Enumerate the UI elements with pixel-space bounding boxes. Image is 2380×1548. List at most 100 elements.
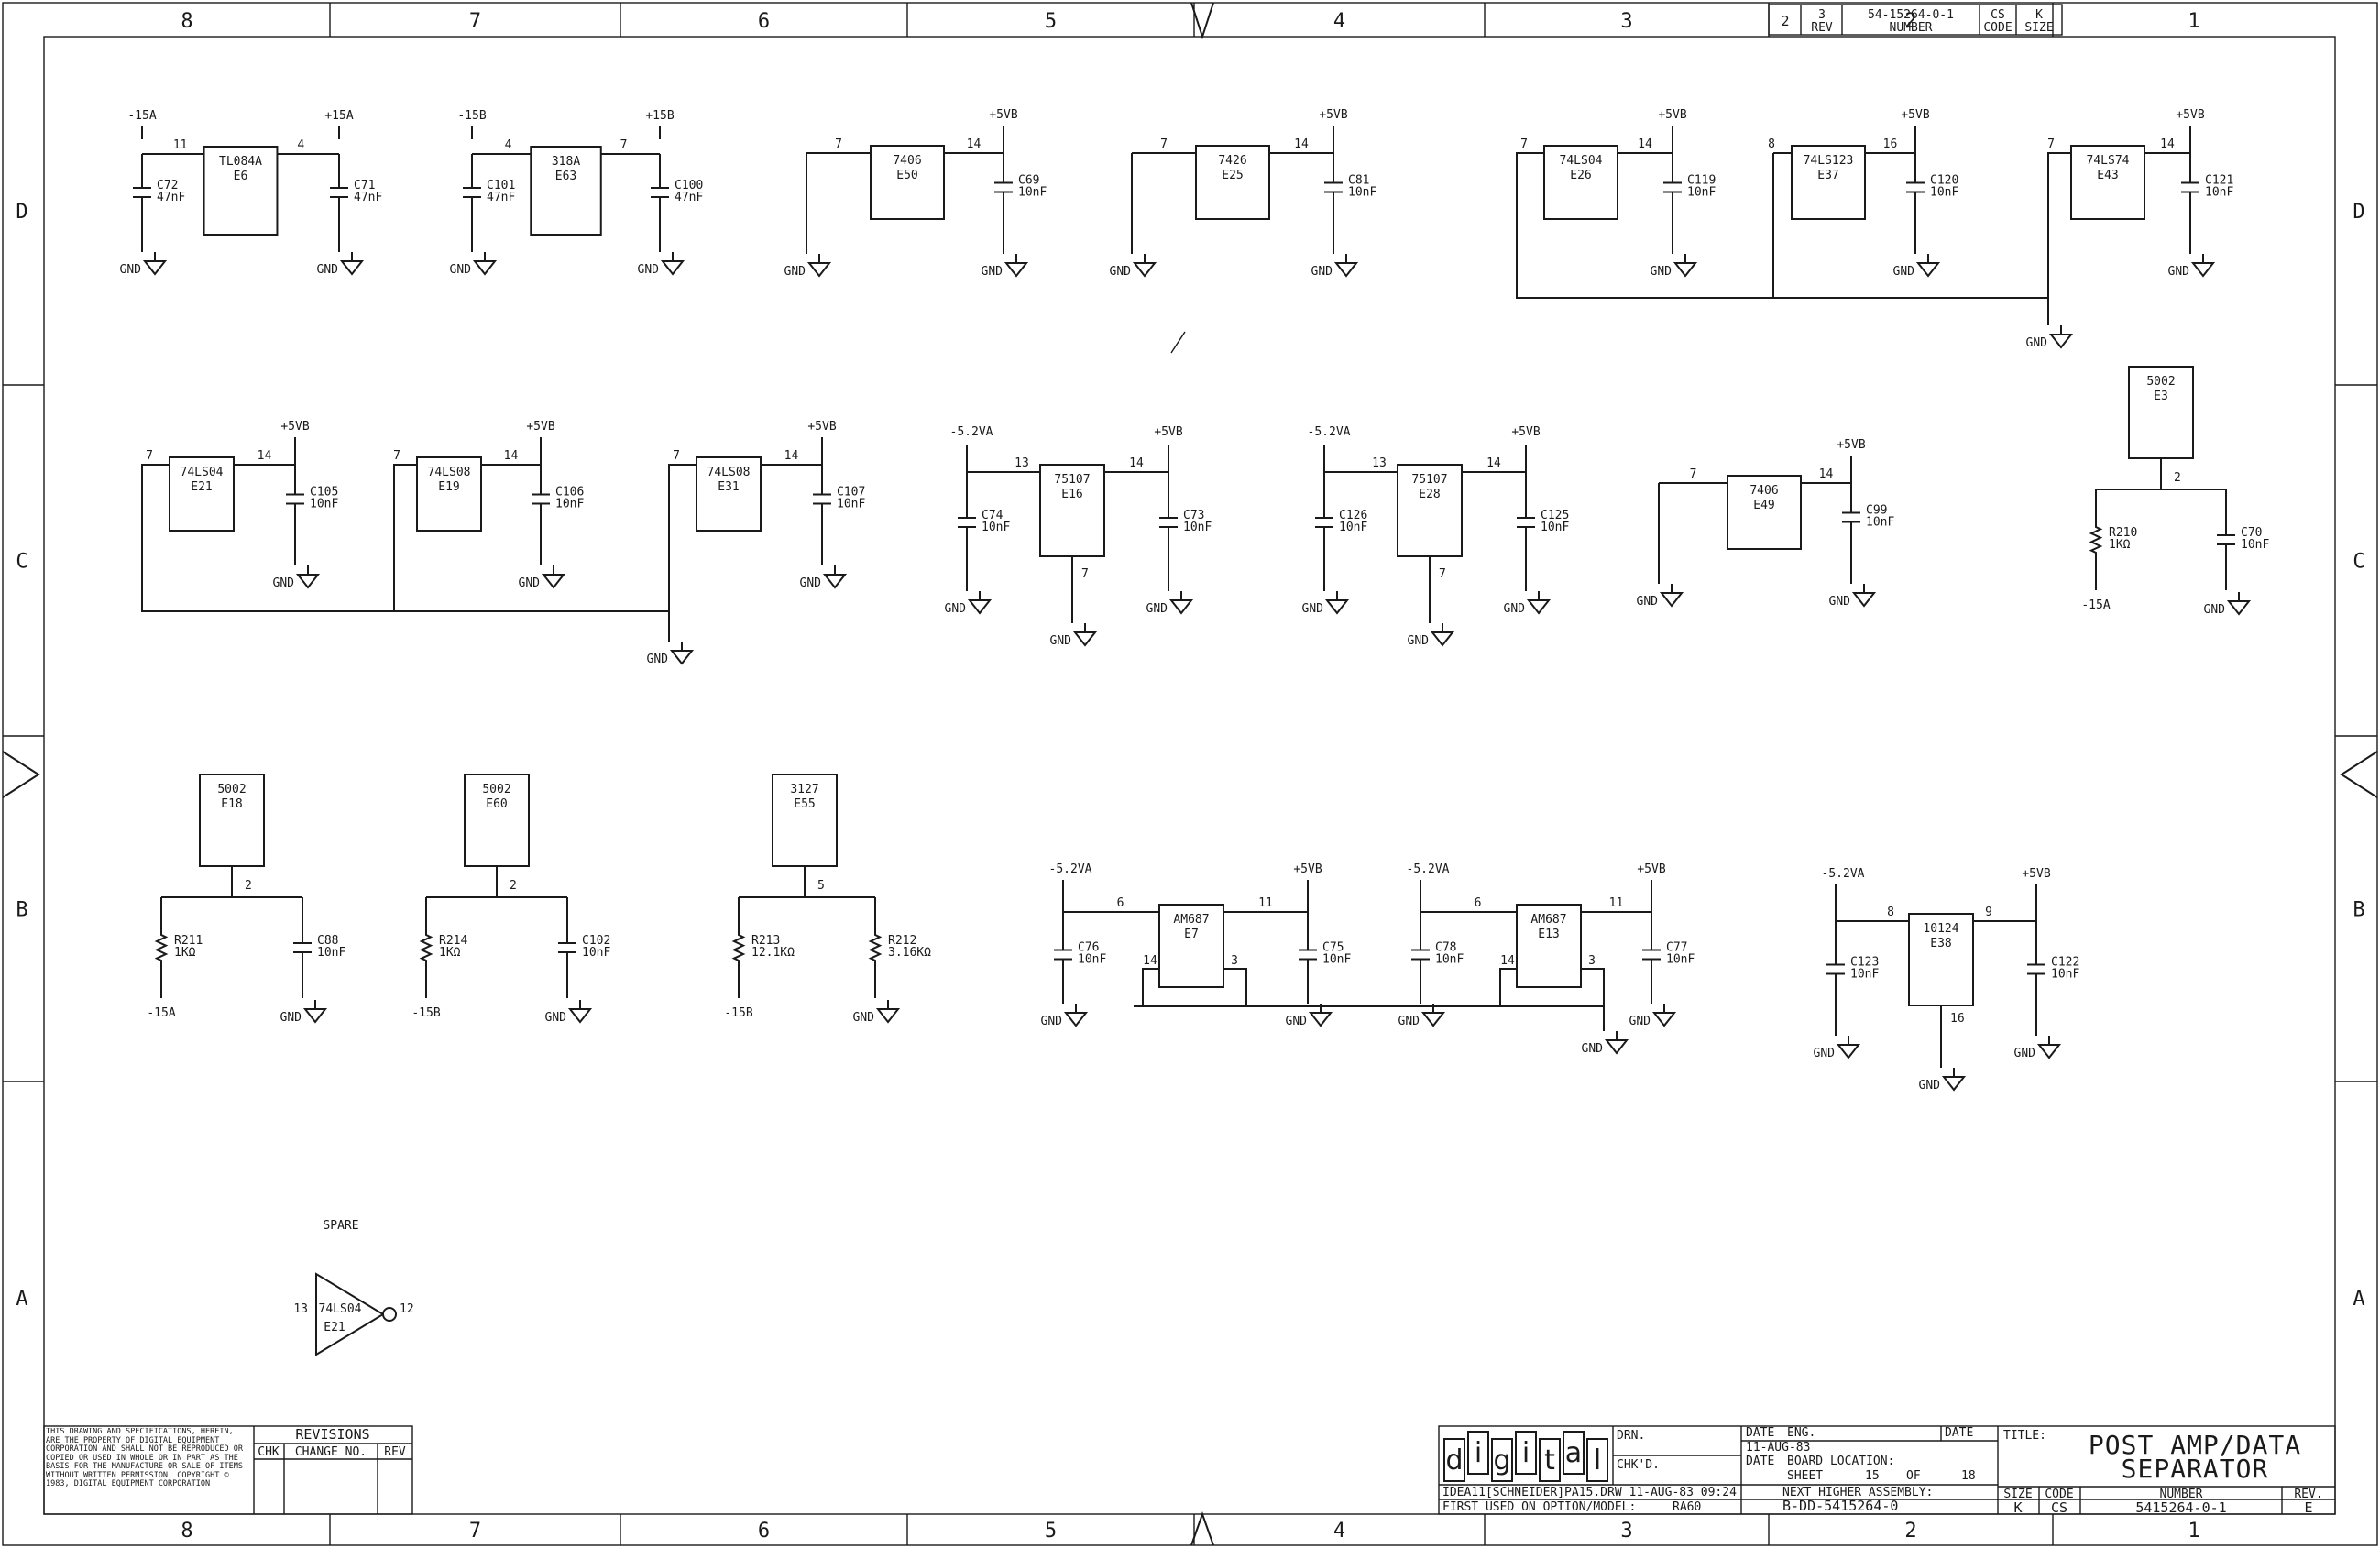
capacitor-value: 10nF <box>1339 521 1367 534</box>
logo-cell <box>1586 1438 1608 1482</box>
ground-symbol: GND <box>2204 592 2252 617</box>
ic-type: 7406 <box>893 154 921 168</box>
ic-reference: E25 <box>1222 169 1243 182</box>
ground-symbol: GND <box>1829 584 1877 609</box>
ground-label: GND <box>2014 1047 2036 1060</box>
ic-type: 10124 <box>1923 922 1958 936</box>
resistor-value: 1KΩ <box>2109 538 2131 552</box>
rail-label: +5VB <box>1293 862 1322 876</box>
capacitor-value: 47nF <box>675 191 703 204</box>
ground-symbol: GND <box>982 254 1029 279</box>
ic-body <box>464 774 530 867</box>
ic-type: 7406 <box>1749 484 1778 498</box>
capacitor-ref: C99 <box>1866 504 1887 518</box>
ground-symbol: GND <box>945 591 993 616</box>
stamp-code: CS <box>1991 8 2005 22</box>
ic-type: 74LS123 <box>1804 154 1854 168</box>
pin-number: 12 <box>400 1302 414 1316</box>
rail-label: -5.2VA <box>1822 867 1865 881</box>
capacitor-ref: C106 <box>555 486 584 500</box>
first-used-label: FIRST USED ON OPTION/MODEL: <box>1442 1500 1636 1514</box>
capacitor-value: 10nF <box>1687 186 1716 200</box>
ground-label: GND <box>784 265 806 279</box>
pin-number: 9 <box>1985 906 1992 919</box>
capacitor-value: 10nF <box>2241 538 2269 552</box>
ground-symbol: GND <box>280 1000 328 1025</box>
rail-label: -5.2VA <box>1308 425 1351 439</box>
rail-label: +5VB <box>2022 867 2050 881</box>
zone-label-bottom: 8 <box>181 1520 192 1543</box>
ground-symbol: GND <box>2026 325 2074 350</box>
code-value: CS <box>2051 1499 2067 1516</box>
wire <box>1581 968 1605 1006</box>
ground-label: GND <box>2026 336 2048 350</box>
ic-reference: E49 <box>1753 499 1774 512</box>
ic-reference: E55 <box>794 797 815 811</box>
ground-triangle <box>1836 1044 1861 1059</box>
pin-number: 7 <box>393 449 400 463</box>
ic-type: AM687 <box>1173 913 1209 927</box>
ground-triangle <box>1168 599 1194 615</box>
ic-reference: E16 <box>1061 488 1082 501</box>
ic-body <box>1543 145 1618 220</box>
resistor-ref: R211 <box>174 934 203 948</box>
capacitor-value: 10nF <box>1348 186 1376 200</box>
capacitor-ref: C120 <box>1930 174 1958 188</box>
wire <box>1516 152 2071 299</box>
title-label: TITLE: <box>2003 1429 2046 1443</box>
ic-type: 318A <box>552 155 580 169</box>
ground-label: GND <box>982 265 1004 279</box>
ground-triangle <box>1324 599 1350 615</box>
ic-body <box>1908 913 1974 1006</box>
ic-reference: E38 <box>1930 937 1951 950</box>
pin-number: 7 <box>2047 137 2055 151</box>
ground-triangle <box>1941 1076 1967 1092</box>
ground-label: GND <box>519 576 541 590</box>
file-reference: IDEA11[SCHNEIDER]PA15.DRW 11-AUG-83 09:2… <box>1442 1486 1737 1499</box>
ground-triangle <box>2036 1044 2062 1059</box>
rev-col-rev: REV <box>384 1445 406 1459</box>
pin-number: 14 <box>784 449 799 463</box>
capacitor-value: 10nF <box>1850 968 1879 982</box>
ground-triangle <box>1651 1012 1677 1027</box>
ic-reference: E6 <box>234 170 248 183</box>
wire <box>1223 968 1247 1006</box>
capacitor-ref: C71 <box>354 179 375 192</box>
resistor-zigzag <box>731 916 746 980</box>
pin-number: 7 <box>673 449 680 463</box>
capacitor-ref: C88 <box>317 934 338 948</box>
ground-label: GND <box>945 602 967 616</box>
ground-triangle <box>806 262 832 278</box>
capacitor-value: 10nF <box>317 946 345 960</box>
ground-symbol: GND <box>273 565 321 590</box>
date-label: DATE <box>1746 1426 1774 1440</box>
ground-label: GND <box>1814 1047 1836 1060</box>
sheet-label: SHEET <box>1787 1469 1823 1483</box>
ground-triangle <box>567 1008 593 1024</box>
zone-label-bottom: 1 <box>2188 1520 2199 1543</box>
pin-number: 6 <box>1475 896 1482 910</box>
ic-type: 74LS08 <box>428 466 471 479</box>
ground-symbol: GND <box>519 565 566 590</box>
ic-type: 3127 <box>790 783 818 796</box>
ground-label: GND <box>1398 1015 1420 1028</box>
